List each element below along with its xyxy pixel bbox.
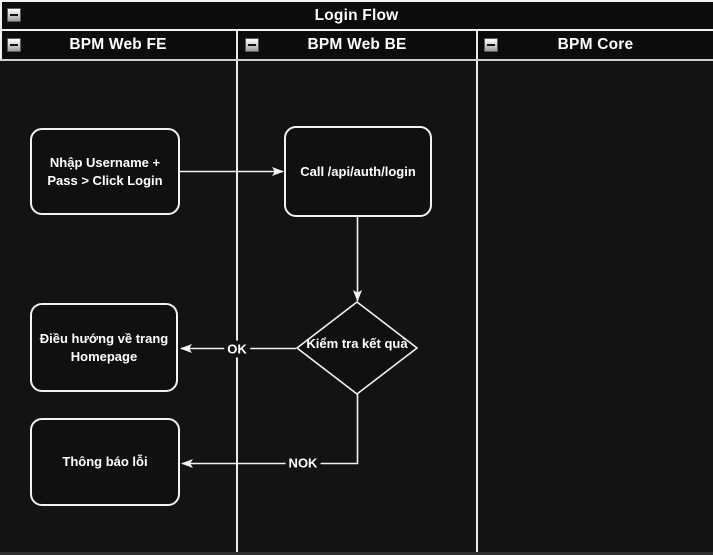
lane-title-bpm-web-be: BPM Web BE — [307, 36, 407, 53]
lane-bpm-web-be-collapse-button[interactable] — [245, 38, 259, 52]
lane-header-bpm-web-fe[interactable]: BPM Web FE — [0, 31, 236, 59]
lane-bpm-web-fe-collapse-button[interactable] — [7, 38, 21, 52]
edge-label-nok[interactable]: NOK — [285, 454, 321, 472]
minus-icon — [10, 14, 18, 16]
node-error-message[interactable]: Thông báo lỗi — [30, 418, 180, 506]
node-redirect-homepage[interactable]: Điều hướng về trang Homepage — [30, 303, 178, 392]
lane-divider-fe-be — [236, 31, 238, 552]
lane-header-bpm-core[interactable]: BPM Core — [478, 31, 713, 59]
node-enter-credentials[interactable]: Nhập Username + Pass > Click Login — [30, 128, 180, 215]
edge-check-result-nok-to-error[interactable] — [181, 394, 359, 468]
minus-icon — [248, 44, 256, 46]
pool-title-bar[interactable]: Login Flow — [0, 2, 713, 29]
lane-bpm-core-collapse-button[interactable] — [484, 38, 498, 52]
node-check-result-shape[interactable] — [295, 300, 419, 396]
pool-title: Login Flow — [314, 6, 399, 24]
node-call-login-api[interactable]: Call /api/auth/login — [284, 126, 432, 217]
minus-icon — [10, 44, 18, 46]
lane-header-bottom-border — [0, 59, 713, 61]
lane-header-bpm-web-be[interactable]: BPM Web BE — [238, 31, 476, 59]
node-error-message-label: Thông báo lỗi — [62, 454, 148, 470]
node-check-result-label: Kiểm tra kết quả — [306, 336, 408, 351]
minus-icon — [487, 44, 495, 46]
node-redirect-homepage-label: Điều hướng về trang Homepage — [39, 330, 169, 364]
pool-collapse-button[interactable] — [7, 8, 21, 22]
edge-label-ok[interactable]: OK — [224, 340, 250, 358]
node-call-login-api-label: Call /api/auth/login — [300, 163, 416, 179]
lane-divider-be-core — [476, 31, 478, 552]
pool-title-separator — [0, 29, 713, 31]
lane-title-bpm-web-fe: BPM Web FE — [69, 36, 167, 53]
pool-left-border — [0, 2, 2, 59]
pool-bottom-border — [0, 552, 713, 555]
pool-top-border — [0, 0, 713, 2]
lane-title-bpm-core: BPM Core — [557, 36, 634, 53]
node-enter-credentials-label: Nhập Username + Pass > Click Login — [47, 154, 163, 188]
